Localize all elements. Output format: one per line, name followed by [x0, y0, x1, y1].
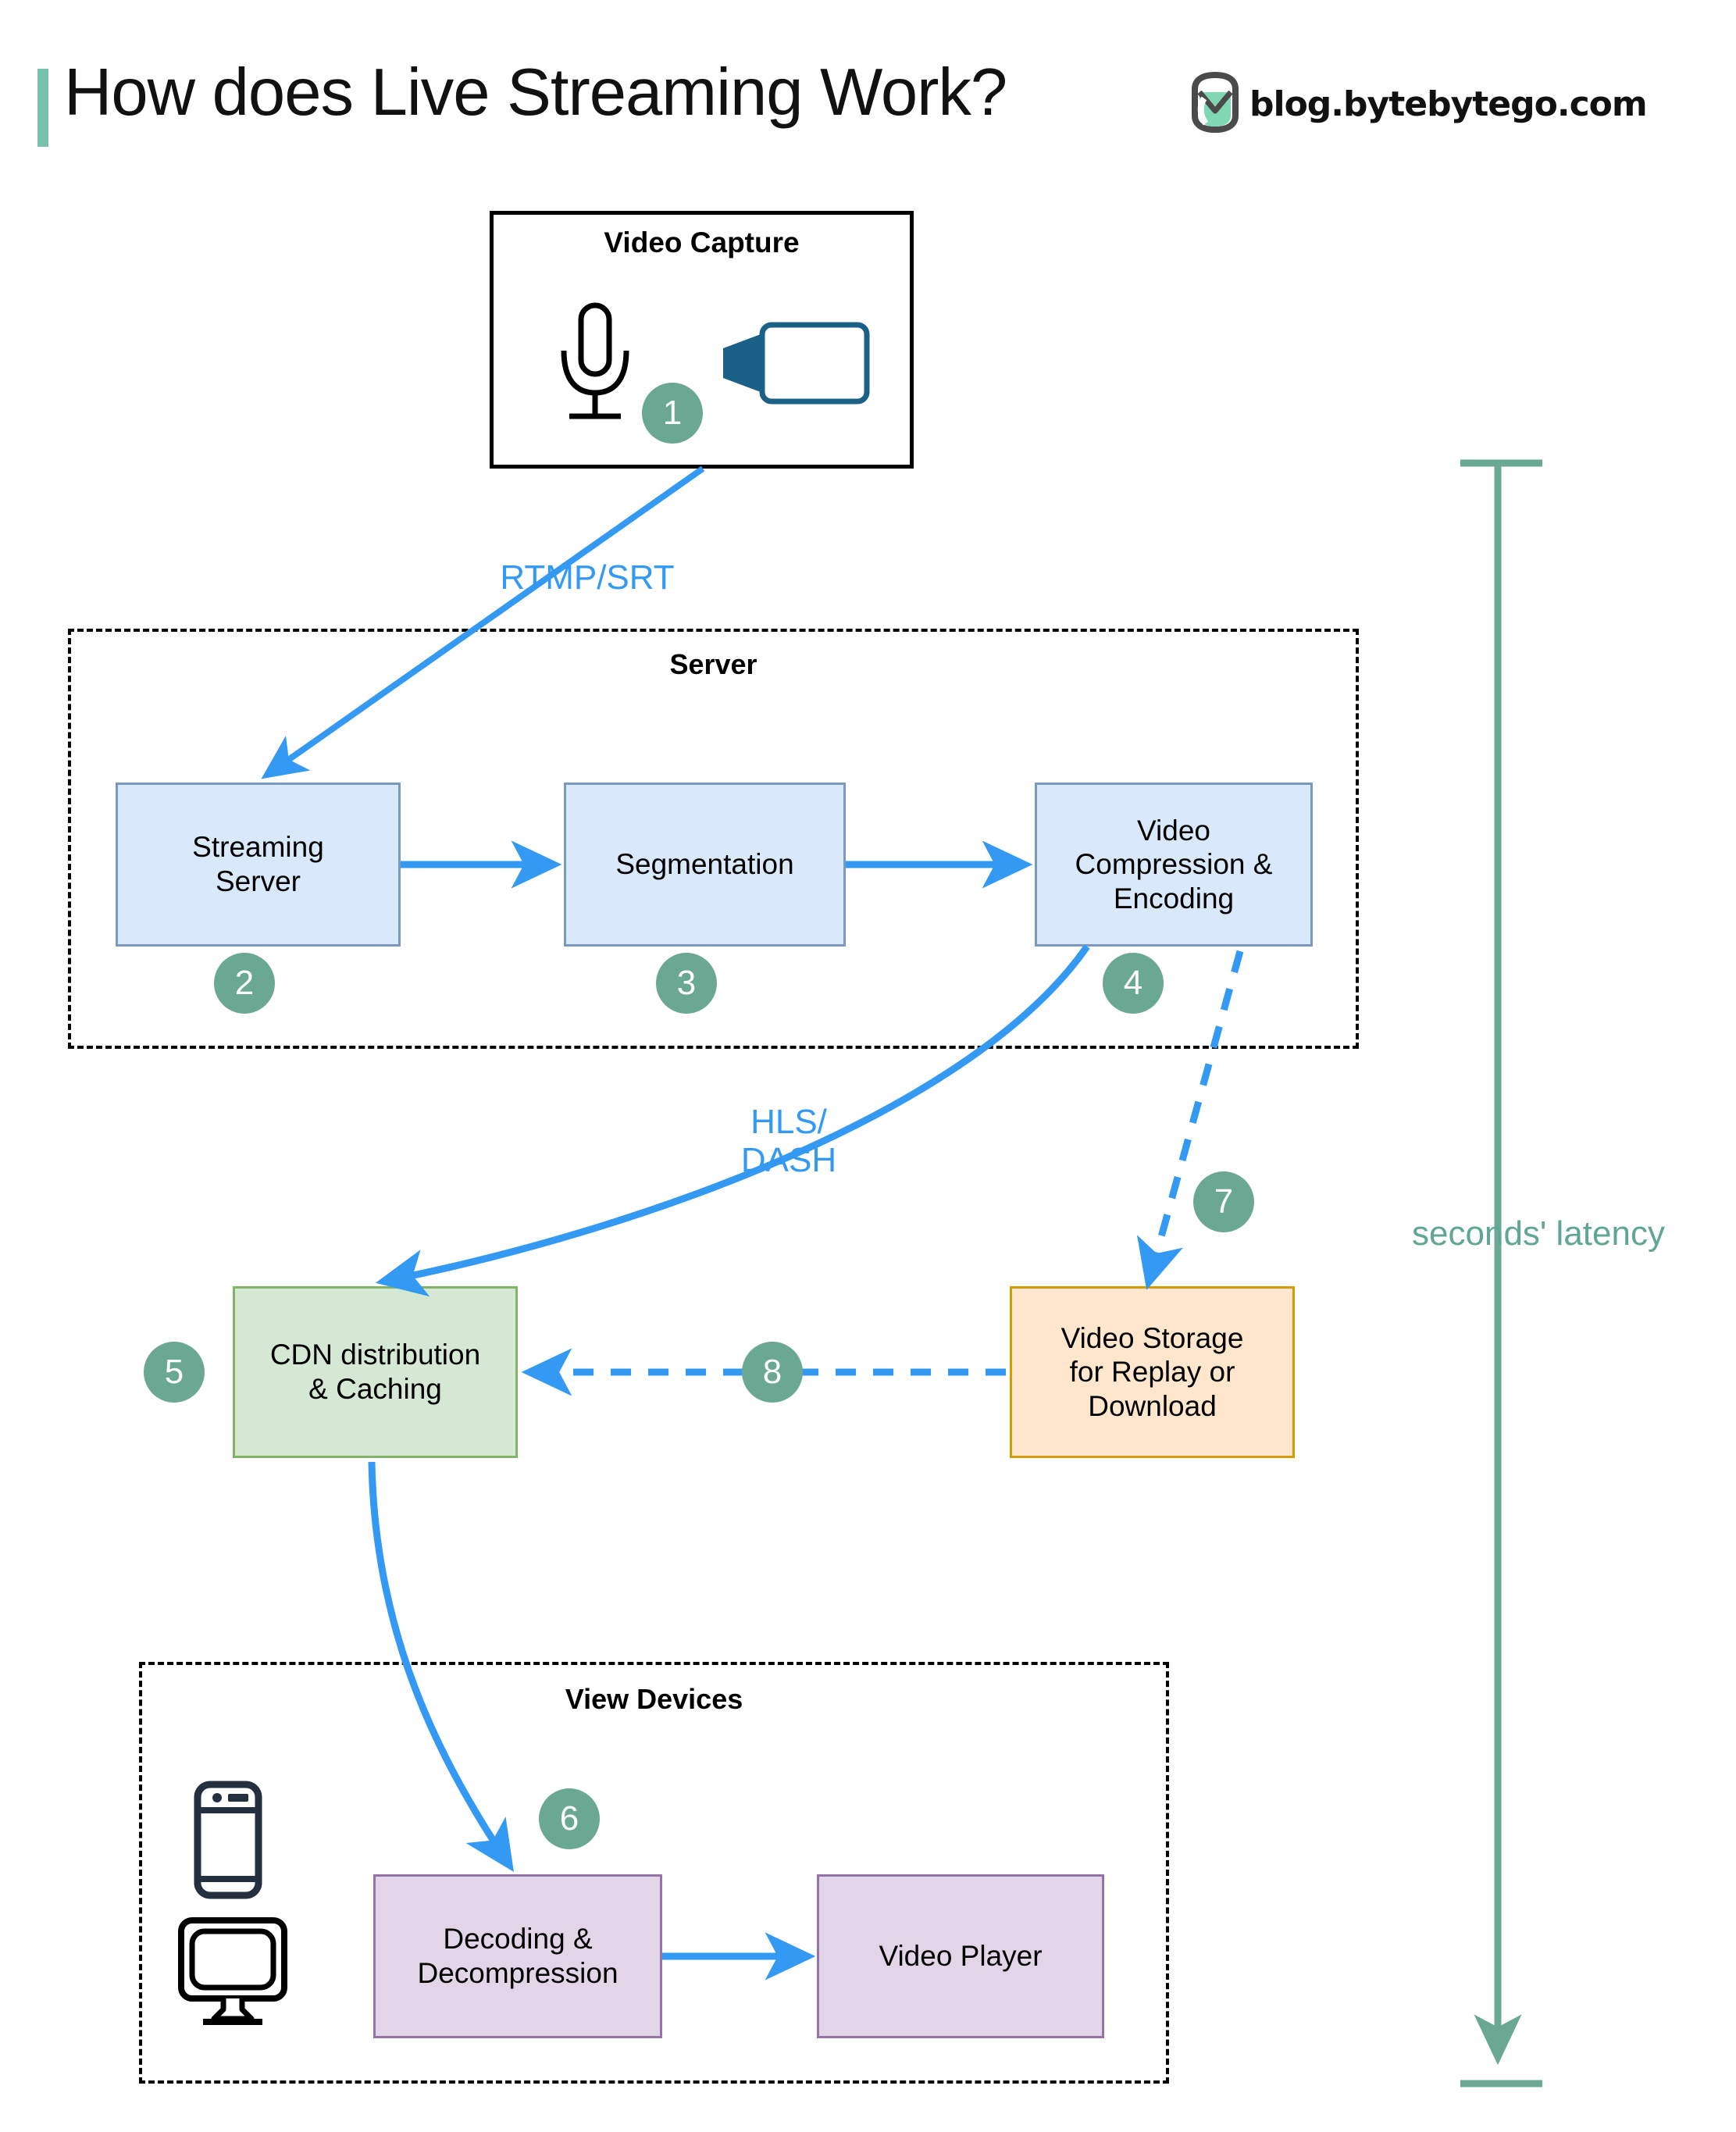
- group-title-view-devices: View Devices: [565, 1683, 743, 1715]
- step-badge-1: 1: [642, 383, 703, 444]
- step-badge-4: 4: [1103, 953, 1164, 1014]
- node-segmentation[interactable]: Segmentation: [564, 783, 846, 947]
- edge-label-hls-dash-line2: DASH: [740, 1141, 837, 1180]
- node-video-player[interactable]: Video Player: [817, 1874, 1104, 2038]
- brand-text: blog.bytebytego.com: [1249, 84, 1648, 124]
- step-badge-8: 8: [742, 1342, 803, 1403]
- latency-label: seconds' latency: [1412, 1214, 1665, 1253]
- bytebytego-logo-icon: [1189, 71, 1242, 137]
- edge-label-hls-dash-line1: HLS/: [750, 1103, 827, 1141]
- step-badge-6: 6: [539, 1788, 600, 1849]
- page-title: How does Live Streaming Work?: [64, 55, 1007, 130]
- step-badge-7: 7: [1193, 1171, 1254, 1232]
- mobile-phone-icon: [194, 1781, 262, 1899]
- step-badge-2: 2: [214, 953, 275, 1014]
- video-camera-icon: [717, 322, 870, 405]
- title-accent-bar: [37, 69, 48, 147]
- step-badge-3: 3: [656, 953, 717, 1014]
- node-decoding-label: Decoding &Decompression: [417, 1923, 618, 1989]
- node-cdn-label: CDN distribution& Caching: [269, 1339, 481, 1405]
- group-view-devices: [139, 1662, 1169, 2084]
- node-video-player-label: Video Player: [879, 1940, 1043, 1973]
- edge-label-rtmp-srt-line1: RTMP/SRT: [500, 558, 675, 597]
- node-segmentation-label: Segmentation: [615, 848, 794, 881]
- node-decoding[interactable]: Decoding &Decompression: [373, 1874, 662, 2038]
- node-cdn[interactable]: CDN distribution& Caching: [233, 1286, 518, 1458]
- desktop-monitor-icon: [178, 1917, 287, 2028]
- group-title-video-capture: Video Capture: [604, 226, 800, 258]
- group-title-server: Server: [669, 648, 757, 680]
- brand-link[interactable]: blog.bytebytego.com: [1189, 71, 1648, 137]
- microphone-icon: [544, 301, 646, 426]
- edge-label-hls-dash: HLS/ DASH: [679, 1103, 898, 1180]
- title-bar: How does Live Streaming Work? blog.byteb…: [0, 31, 1736, 147]
- edge-label-rtmp-srt: RTMP/SRT: [431, 558, 743, 597]
- step-badge-5: 5: [144, 1342, 205, 1403]
- latency-bracket: [1460, 459, 1542, 2087]
